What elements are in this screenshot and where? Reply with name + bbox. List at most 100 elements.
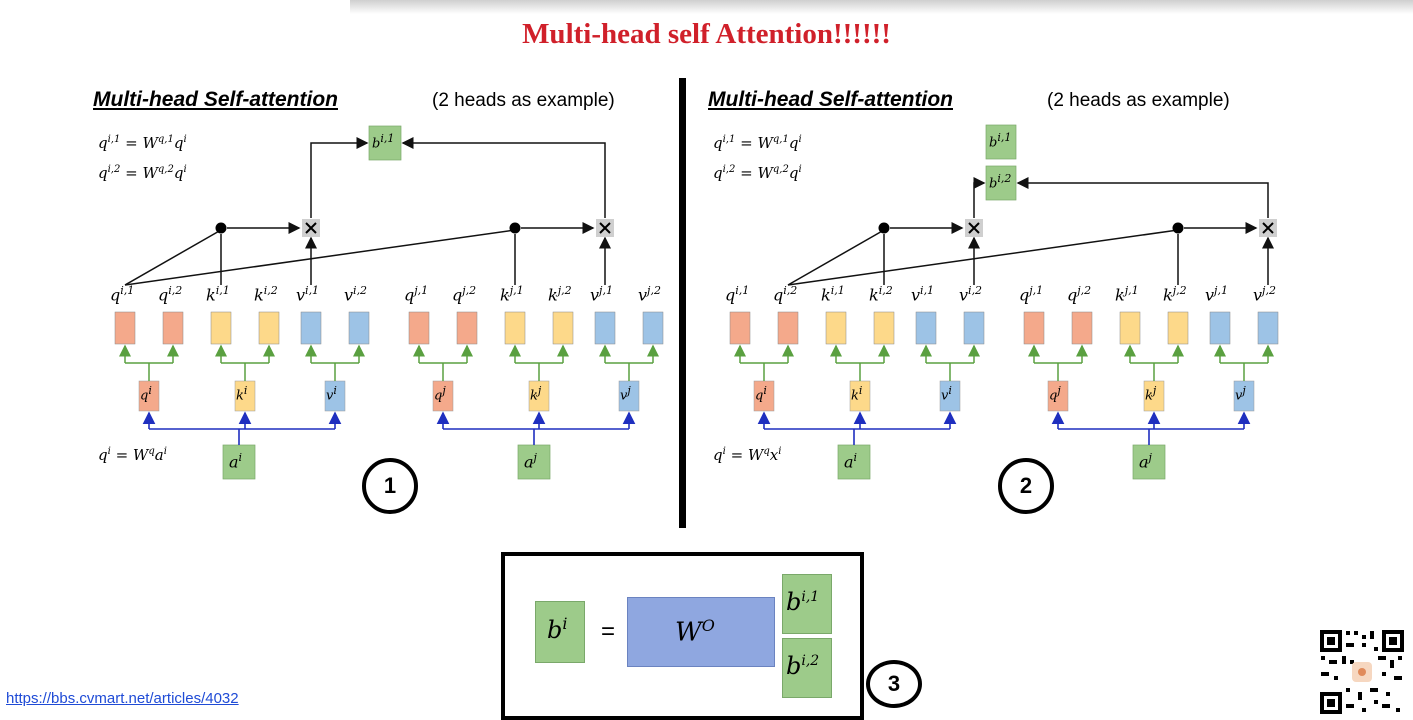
vector-box-9 [1167, 311, 1189, 345]
token-input-label-0: ai [229, 451, 243, 472]
step-3-equation-box: bi = WO bi,1 bi,2 [501, 552, 864, 720]
vector-label-3: ki,2 [869, 284, 893, 305]
b-i2-label: bi,2 [786, 652, 820, 680]
b-i1-box [782, 574, 832, 634]
query-to-key-line-1 [787, 229, 885, 286]
equation-q-projection: qi = Wqai [98, 446, 167, 464]
vector-label-6: qj,1 [1019, 284, 1044, 305]
equals-sign: = [601, 618, 616, 645]
vector-label-9: kj,2 [548, 284, 572, 305]
token-input-box-0 [837, 444, 871, 480]
vector-box-2 [825, 311, 847, 345]
vector-box-4 [915, 311, 937, 345]
dot-product-node-1 [215, 222, 227, 234]
split-line-0 [125, 362, 173, 381]
output-box-1 [368, 125, 402, 161]
split-line-4 [1130, 362, 1178, 381]
vector-box-11 [642, 311, 664, 345]
step-3-marker: 3 [866, 660, 922, 708]
multiply-icon-1 [1262, 222, 1274, 234]
split-line-3 [1034, 362, 1082, 381]
vector-label-1: qi,2 [158, 284, 183, 305]
vector-label-8: kj,1 [1115, 284, 1139, 305]
step-marker: 2 [998, 458, 1054, 514]
query-to-key-line-1 [124, 229, 222, 286]
vector-label-2: ki,1 [821, 284, 845, 305]
vector-label-7: qj,2 [1067, 284, 1092, 305]
vector-label-3: ki,2 [254, 284, 278, 305]
b-i-box [535, 601, 585, 663]
top-shadow [350, 0, 1413, 14]
equation-q-head2: qi,2 = Wq,2qi [713, 164, 802, 182]
vector-box-9 [552, 311, 574, 345]
vector-box-2 [210, 311, 232, 345]
vector-label-11: vj,2 [638, 284, 661, 305]
multiply-icon-1 [599, 222, 611, 234]
vector-box-8 [504, 311, 526, 345]
split-line-1 [836, 362, 884, 381]
vector-label-10: vj,1 [590, 284, 613, 305]
input-vector-label-3: qj [1049, 384, 1061, 404]
output-box-1 [985, 124, 1017, 160]
vector-label-11: vj,2 [1253, 284, 1276, 305]
equation-q-head1: qi,1 = Wq,1qi [713, 134, 802, 152]
vector-label-2: ki,1 [206, 284, 230, 305]
multiply-icon-0 [968, 222, 980, 234]
vector-box-4 [300, 311, 322, 345]
input-vector-label-2: vi [941, 384, 952, 404]
vector-label-8: kj,1 [500, 284, 524, 305]
vector-box-8 [1119, 311, 1141, 345]
vector-label-0: qi,1 [110, 284, 135, 305]
vector-label-4: vi,1 [911, 284, 935, 305]
output-label-1: bi,1 [989, 131, 1012, 151]
w-o-matrix [627, 597, 775, 667]
vector-box-0 [114, 311, 136, 345]
output-label-2: bi,2 [989, 172, 1012, 192]
split-line-0 [740, 362, 788, 381]
split-line-1 [221, 362, 269, 381]
multiply-icon-0 [305, 222, 317, 234]
query-to-key-line-2 [787, 229, 1179, 286]
equation-q-head1: qi,1 = Wq,1qi [98, 134, 187, 152]
vector-label-0: qi,1 [725, 284, 750, 305]
vector-box-1 [162, 311, 184, 345]
panel-subheading: (2 heads as example) [432, 90, 615, 111]
vector-box-3 [873, 311, 895, 345]
output-arrow-2 [1016, 177, 1269, 218]
input-vector-label-1: ki [851, 384, 863, 404]
vector-label-5: vi,2 [344, 284, 368, 305]
vector-label-6: qj,1 [404, 284, 429, 305]
panel-subheading: (2 heads as example) [1047, 90, 1230, 111]
output-label-1: bi,1 [372, 132, 395, 152]
output-box-2 [985, 165, 1017, 201]
panel-divider [679, 78, 686, 528]
slide-title: Multi-head self Attention!!!!!! [522, 18, 891, 50]
output-arrow-1 [973, 177, 986, 218]
attention-diagram [729, 124, 1279, 480]
input-vector-label-5: vj [1235, 384, 1246, 404]
split-line-2 [926, 362, 974, 381]
vector-label-10: vj,1 [1205, 284, 1228, 305]
split-line-5 [605, 362, 653, 381]
input-vector-label-5: vj [620, 384, 631, 404]
qr-code-image [1318, 628, 1406, 716]
vector-label-5: vi,2 [959, 284, 983, 305]
source-link[interactable]: https://bbs.cvmart.net/articles/4032 [6, 690, 239, 707]
dot-product-node-2 [1172, 222, 1184, 234]
vector-box-1 [777, 311, 799, 345]
vector-box-5 [348, 311, 370, 345]
panel-heading: Multi-head Self-attention [708, 88, 953, 111]
panel-step-2: Multi-head Self-attention (2 heads as exa… [700, 80, 1300, 520]
vector-label-9: kj,2 [1163, 284, 1187, 305]
projection-line-1 [1058, 428, 1244, 445]
vector-label-4: vi,1 [296, 284, 320, 305]
output-arrow-2 [401, 137, 606, 218]
vector-box-10 [1209, 311, 1231, 345]
projection-line-0 [764, 428, 950, 445]
split-line-5 [1220, 362, 1268, 381]
vector-box-0 [729, 311, 751, 345]
input-vector-label-4: kj [530, 384, 542, 404]
vector-box-5 [963, 311, 985, 345]
input-vector-label-4: kj [1145, 384, 1157, 404]
token-input-box-1 [1132, 444, 1166, 480]
